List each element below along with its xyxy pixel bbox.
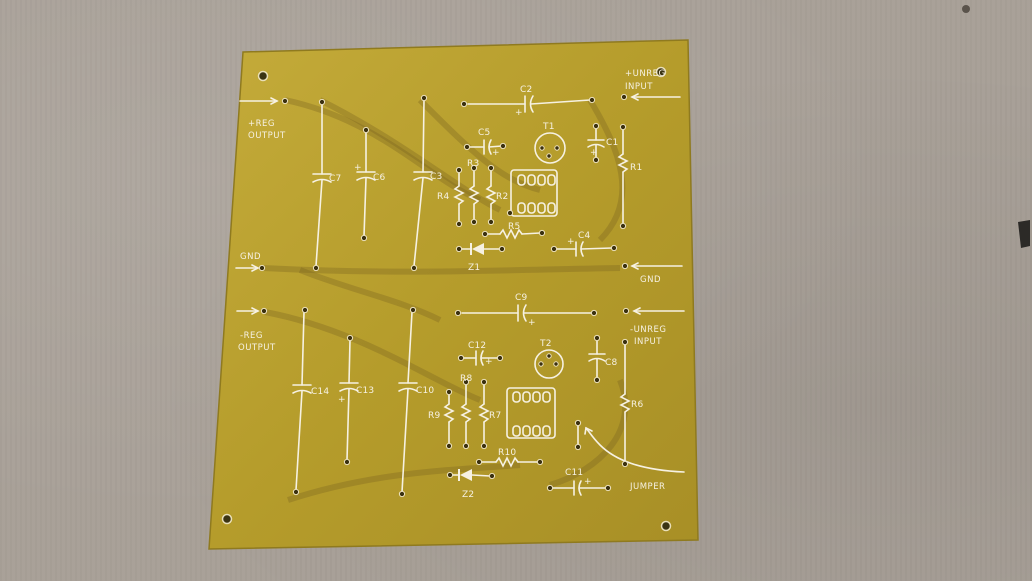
label-jumper: JUMPER [629,482,665,492]
label-c11: C11 [565,468,583,478]
svg-text:+: + [515,108,523,118]
label-r7: R7 [489,411,501,421]
label-c4: C4 [578,231,590,241]
label-gnd-left: GND [240,252,261,262]
label-r1: R1 [630,163,642,173]
label-t2: T2 [539,339,552,349]
label-r2: R2 [496,192,508,202]
label-minus-unreg: -UNREG [630,325,667,335]
svg-text:+: + [354,163,362,173]
ic2-pads [512,391,551,437]
upper-silkscreen-fills [470,243,484,255]
label-gnd-right: GND [640,275,661,285]
label-c13: C13 [356,386,374,396]
label-c9: C9 [515,293,527,303]
label-c2: C2 [520,85,532,95]
svg-text:+: + [567,237,575,247]
label-c3: C3 [430,172,442,182]
label-plus-reg: +REG [248,119,275,129]
svg-text:+: + [584,477,592,487]
polarity-marks: + + + + + + + + + [338,108,598,487]
label-c7: C7 [329,174,341,184]
label-c10: C10 [416,386,434,396]
ic1-pads [517,174,556,214]
svg-text:+: + [338,395,346,405]
label-unreg-input-lower: INPUT [634,337,662,347]
upper-silkscreen [235,93,683,272]
label-z2: Z2 [462,490,474,500]
label-r6: R6 [631,400,643,410]
svg-text:+: + [492,148,500,158]
label-r4: R4 [437,192,449,202]
mounting-holes [221,66,672,532]
label-z1: Z1 [468,263,480,273]
label-t1: T1 [542,122,555,132]
svg-text:+: + [485,357,493,367]
label-r3: R3 [467,159,479,169]
cardboard-staple-hole [962,5,970,13]
label-reg-output-lower: OUTPUT [238,343,276,353]
label-c14: C14 [311,387,329,397]
label-r8: R8 [460,374,472,384]
lower-silkscreen [236,304,685,496]
label-c5: C5 [478,128,490,138]
label-c1: C1 [606,138,618,148]
svg-text:+: + [528,318,536,328]
cardboard-print-mark [1018,220,1030,248]
label-plus-unreg: +UNREG [625,69,666,79]
label-c12: C12 [468,341,486,351]
solder-pads [258,93,630,498]
label-r5: R5 [508,222,520,232]
label-c8: C8 [605,358,617,368]
label-r10: R10 [498,448,516,458]
label-minus-reg: -REG [240,331,263,341]
lower-silkscreen-fills [458,469,472,481]
label-unreg-input: INPUT [625,82,653,92]
label-r9: R9 [428,411,440,421]
label-c6: C6 [373,173,385,183]
label-reg-output: OUTPUT [248,131,286,141]
svg-text:+: + [590,148,598,158]
